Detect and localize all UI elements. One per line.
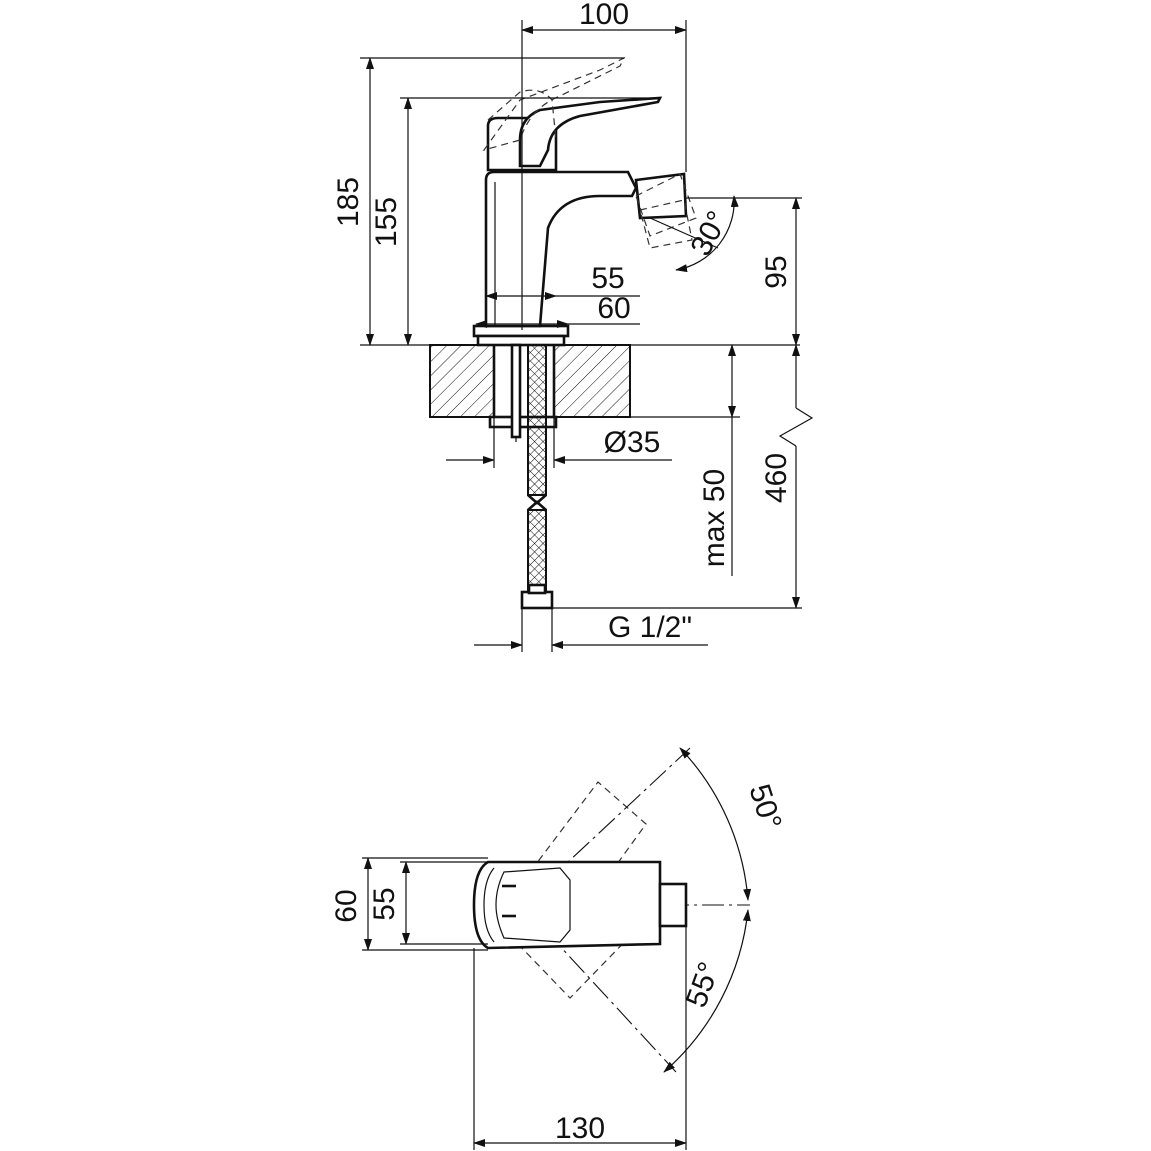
mixer-body xyxy=(484,170,638,328)
lever-handle xyxy=(518,96,663,168)
dim-95-label: 95 xyxy=(760,255,793,288)
dim-55-label: 55 xyxy=(591,262,624,295)
braided-hose-lower xyxy=(527,509,547,593)
dim-155-label: 155 xyxy=(370,197,403,247)
dim-185-label: 185 xyxy=(332,177,365,227)
dim-diameter-label: Ø35 xyxy=(604,426,661,459)
side-view: 100 185 155 95 30° 55 60 Ø35 xyxy=(332,0,814,652)
nozzle-top xyxy=(658,882,688,928)
dim-30-angle-label: 30° xyxy=(684,206,734,262)
dim-100-label: 100 xyxy=(579,0,629,31)
fixing-washer xyxy=(488,415,558,429)
threaded-stud xyxy=(510,343,522,439)
hose-nut xyxy=(520,590,554,610)
dim-thread-label: G 1/2" xyxy=(608,611,692,644)
bidet-nozzle xyxy=(634,172,688,220)
dim-60-label: 60 xyxy=(597,292,630,325)
angle-50-label: 50° xyxy=(742,780,787,833)
dim-460-label: 460 xyxy=(760,453,793,503)
base-plate xyxy=(472,324,570,338)
dim-130-label: 130 xyxy=(555,1112,605,1145)
body-top-outline xyxy=(472,860,662,950)
braided-hose-upper xyxy=(527,344,547,496)
dim-max50-label: max 50 xyxy=(698,469,731,567)
dim-60-top-label: 60 xyxy=(330,889,363,922)
dim-55-top-label: 55 xyxy=(368,887,401,920)
lever-ghost-lower xyxy=(517,869,641,999)
top-view: 50° 55° 60 55 130 xyxy=(330,747,788,1150)
